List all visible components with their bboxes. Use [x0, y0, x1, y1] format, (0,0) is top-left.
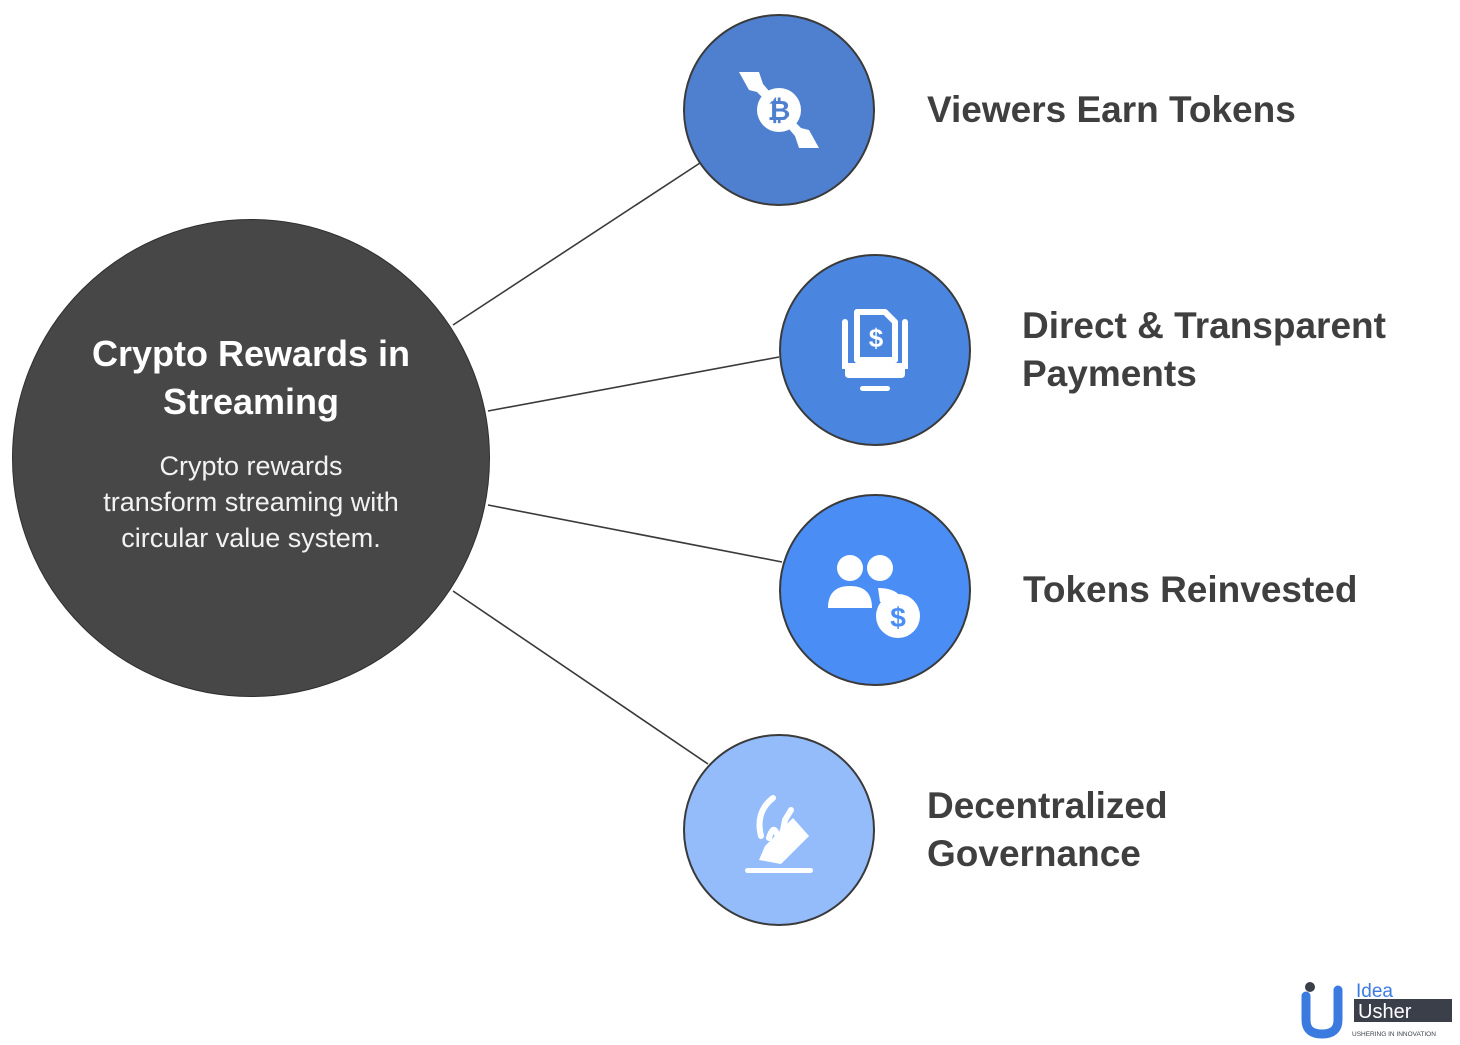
- svg-text:₿: ₿: [768, 95, 791, 126]
- node-label: Direct & Transparent Payments: [1022, 305, 1386, 394]
- svg-text:$: $: [869, 323, 884, 353]
- monitor-dollar-document-icon: $: [842, 309, 908, 391]
- node-label: Decentralized Governance: [927, 785, 1168, 874]
- node-label: Tokens Reinvested: [1023, 569, 1358, 610]
- logo-usher-text: Usher: [1358, 1001, 1412, 1023]
- users-dollar-icon: $: [828, 555, 920, 638]
- node-label: Viewers Earn Tokens: [927, 89, 1296, 130]
- node-direct-transparent-payments: $: [779, 254, 971, 446]
- central-description: Crypto rewards transform streaming with …: [103, 451, 399, 553]
- bitcoin-exchange-hands-icon: ₿: [739, 72, 819, 148]
- ballot-vote-icon: [745, 795, 813, 873]
- svg-text:$: $: [890, 602, 906, 633]
- central-topic-circle: Crypto Rewards in Streaming Crypto rewar…: [12, 219, 490, 697]
- idea-usher-logo: Idea Usher USHERING IN INNOVATION: [1300, 978, 1455, 1040]
- node-tokens-reinvested: $: [779, 494, 971, 686]
- node-viewers-earn-tokens: ₿: [683, 14, 875, 206]
- node-decentralized-governance: [683, 734, 875, 926]
- central-title: Crypto Rewards in Streaming: [91, 333, 411, 422]
- logo-idea-text: Idea: [1356, 981, 1393, 1002]
- logo-tagline: USHERING IN INNOVATION: [1352, 1031, 1436, 1038]
